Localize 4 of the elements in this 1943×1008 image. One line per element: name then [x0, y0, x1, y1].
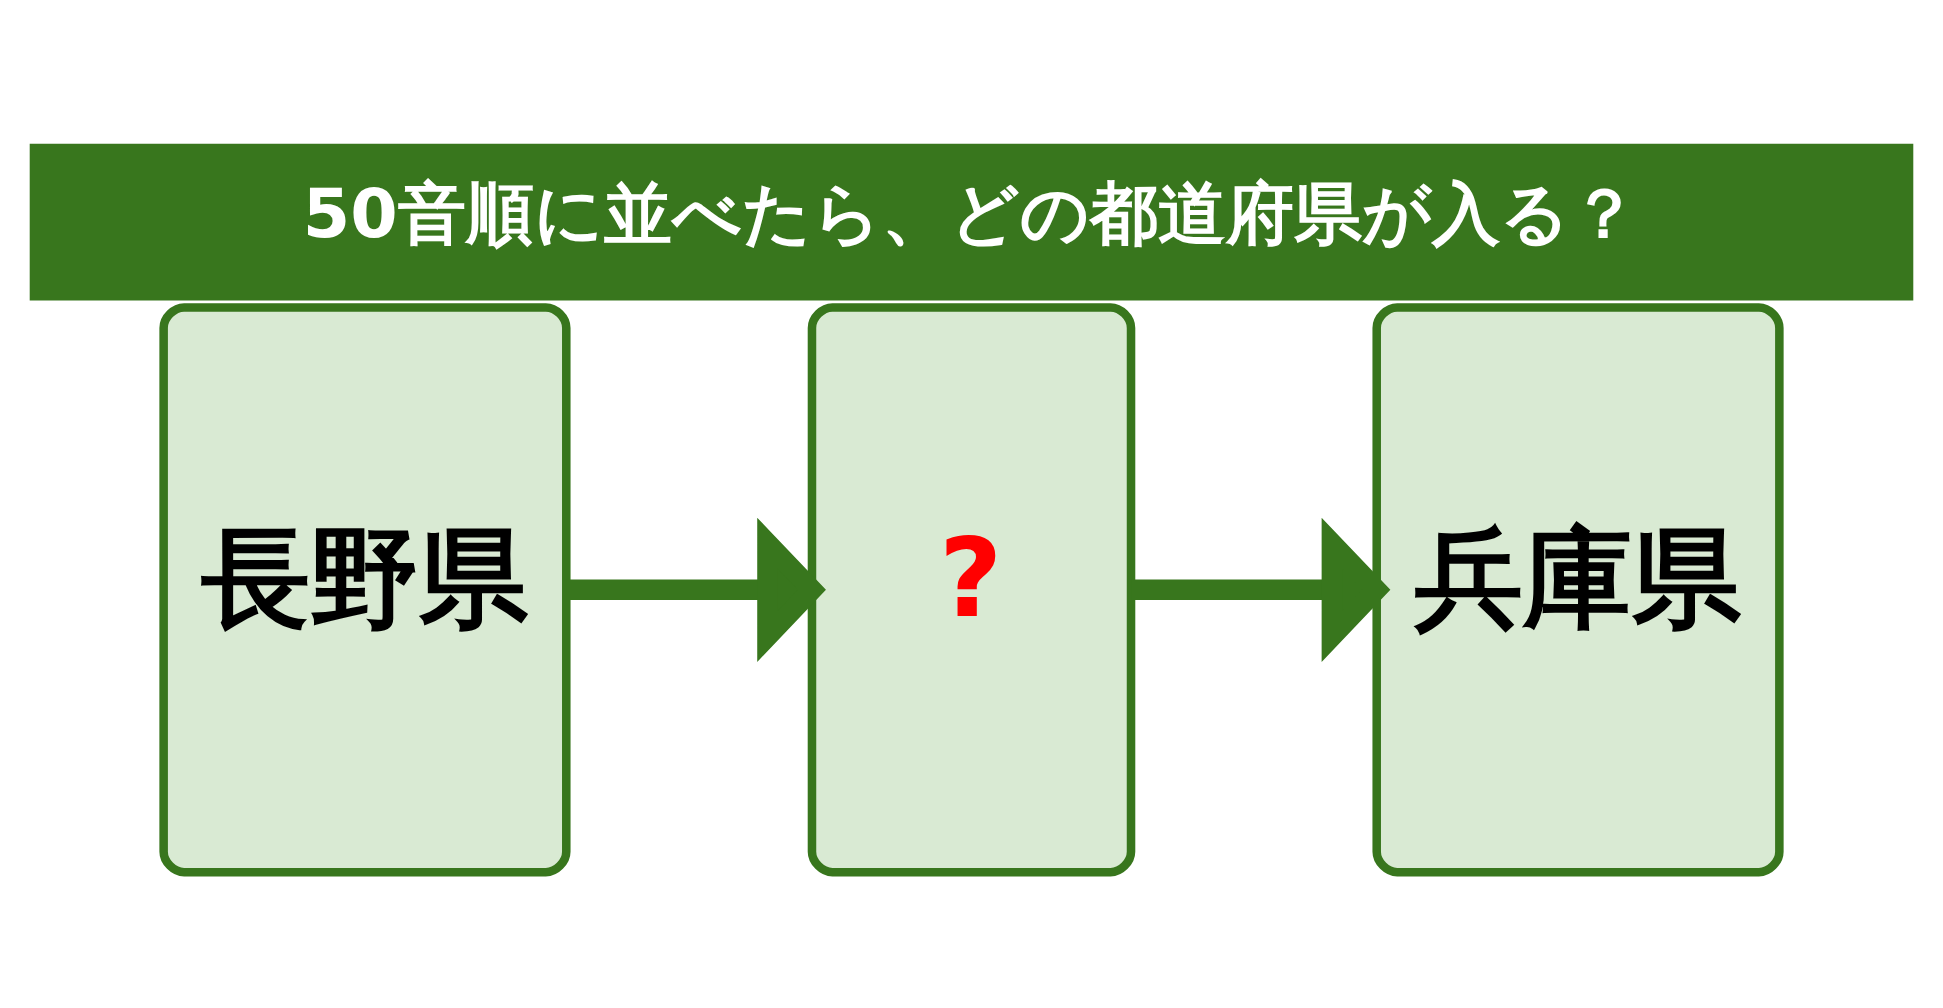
- diagram-title: 50音順に並べたら、どの都道府県が入る？: [302, 173, 1638, 253]
- node-box: 兵庫県: [1372, 302, 1784, 876]
- node-box: ?: [807, 302, 1136, 876]
- node-box: 長野県: [159, 302, 571, 876]
